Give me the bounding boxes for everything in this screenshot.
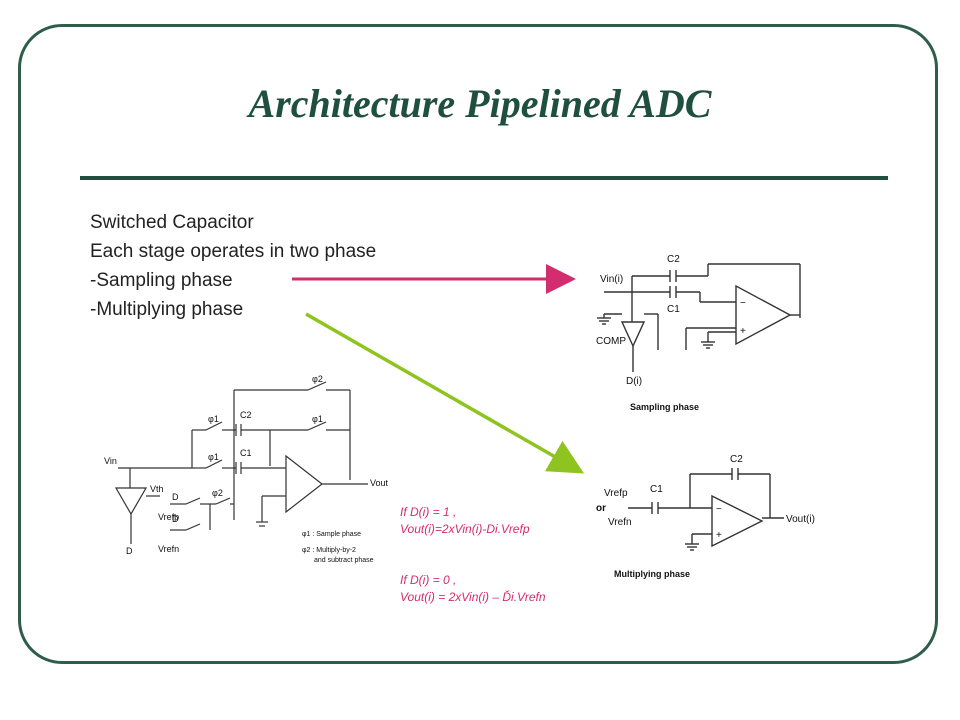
stage-c2-label: C2 — [240, 410, 252, 420]
comparator — [620, 321, 646, 348]
multiplying-plus-label: + — [716, 530, 722, 541]
slide-frame — [18, 24, 938, 664]
stage-vout-label: Vout — [370, 478, 389, 488]
stage-phi1-right: φ1 — [312, 414, 323, 424]
sampling-caption: Sampling phase — [630, 402, 699, 412]
stage-phi2-top: φ2 — [312, 374, 323, 384]
condition-d1-line2: Vout(i)=2xVin(i)-Di.Vrefp — [400, 522, 530, 536]
sampling-d-label: D(i) — [626, 376, 642, 387]
multiplying-caption: Multiplying phase — [614, 569, 690, 579]
stage-legend-3: and subtract phase — [314, 557, 374, 564]
sampling-plus-label: + — [740, 326, 746, 337]
stage-dbar-label: D̄ — [172, 514, 179, 524]
sampling-comp-label: COMP — [596, 336, 626, 347]
sampling-c2-label: C2 — [667, 254, 680, 265]
sampling-circuit — [597, 263, 801, 372]
condition-d0-line2: Vout(i) = 2xVin(i) – Ďi.Vrefn — [400, 590, 546, 604]
sampling-minus-label: − — [740, 298, 746, 309]
condition-d0: If D(i) = 0 , Vout(i) = 2xVin(i) – Ďi.Vr… — [400, 572, 546, 606]
bullet-item: -Multiplying phase — [90, 299, 244, 320]
arrow-to-multiplying — [305, 312, 585, 474]
stage-opamp — [285, 454, 323, 514]
stage-c1-label: C1 — [240, 448, 252, 458]
stage-d-bottom: D — [126, 546, 133, 556]
stage-vrefn-label: Vrefn — [158, 544, 179, 554]
condition-d1-line1: If D(i) = 1 , — [400, 505, 457, 519]
condition-d1: If D(i) = 1 , Vout(i)=2xVin(i)-Di.Vrefp — [400, 504, 530, 538]
sampling-c1-label: C1 — [667, 304, 680, 315]
condition-d0-line1: If D(i) = 0 , — [400, 573, 457, 587]
multiplying-or-label: or — [596, 503, 606, 514]
title-underline — [80, 176, 888, 180]
bullet-item: Each stage operates in two phase — [90, 241, 377, 262]
sampling-opamp — [735, 284, 792, 346]
multiplying-c2-label: C2 — [730, 454, 743, 465]
stage-vrefp-label: Vrefp — [158, 512, 179, 522]
stage-phi2-low: φ2 — [212, 488, 223, 498]
multiplying-vout-label: Vout(i) — [786, 514, 815, 525]
stage-phi1-mid: φ1 — [208, 452, 219, 462]
stage-vin-label: Vin — [104, 456, 117, 466]
slide-title: Architecture Pipelined ADC — [248, 81, 712, 126]
stage-circuit — [114, 381, 368, 544]
stage-legend-1: φ1 : Sample phase — [302, 531, 361, 538]
stage-legend-2: φ2 : Multiply-by-2 — [302, 547, 356, 554]
stage-phi1-top: φ1 — [208, 414, 219, 424]
multiplying-minus-label: − — [716, 504, 722, 515]
bullet-item: -Sampling phase — [90, 270, 233, 291]
stage-d-label: D — [172, 492, 179, 502]
multiplying-opamp — [711, 494, 764, 548]
multiplying-vrefp-label: Vrefp — [604, 488, 628, 499]
bullet-list: Switched Capacitor Each stage operates i… — [90, 208, 376, 324]
stage-vth-label: Vth — [150, 484, 164, 494]
stage-comparator — [114, 487, 148, 516]
sampling-vin-label: Vin(i) — [600, 274, 623, 285]
multiplying-c1-label: C1 — [650, 484, 663, 495]
bullet-item: Switched Capacitor — [90, 212, 254, 233]
multiplying-circuit — [628, 468, 784, 551]
multiplying-vrefn-label: Vrefn — [608, 517, 632, 528]
